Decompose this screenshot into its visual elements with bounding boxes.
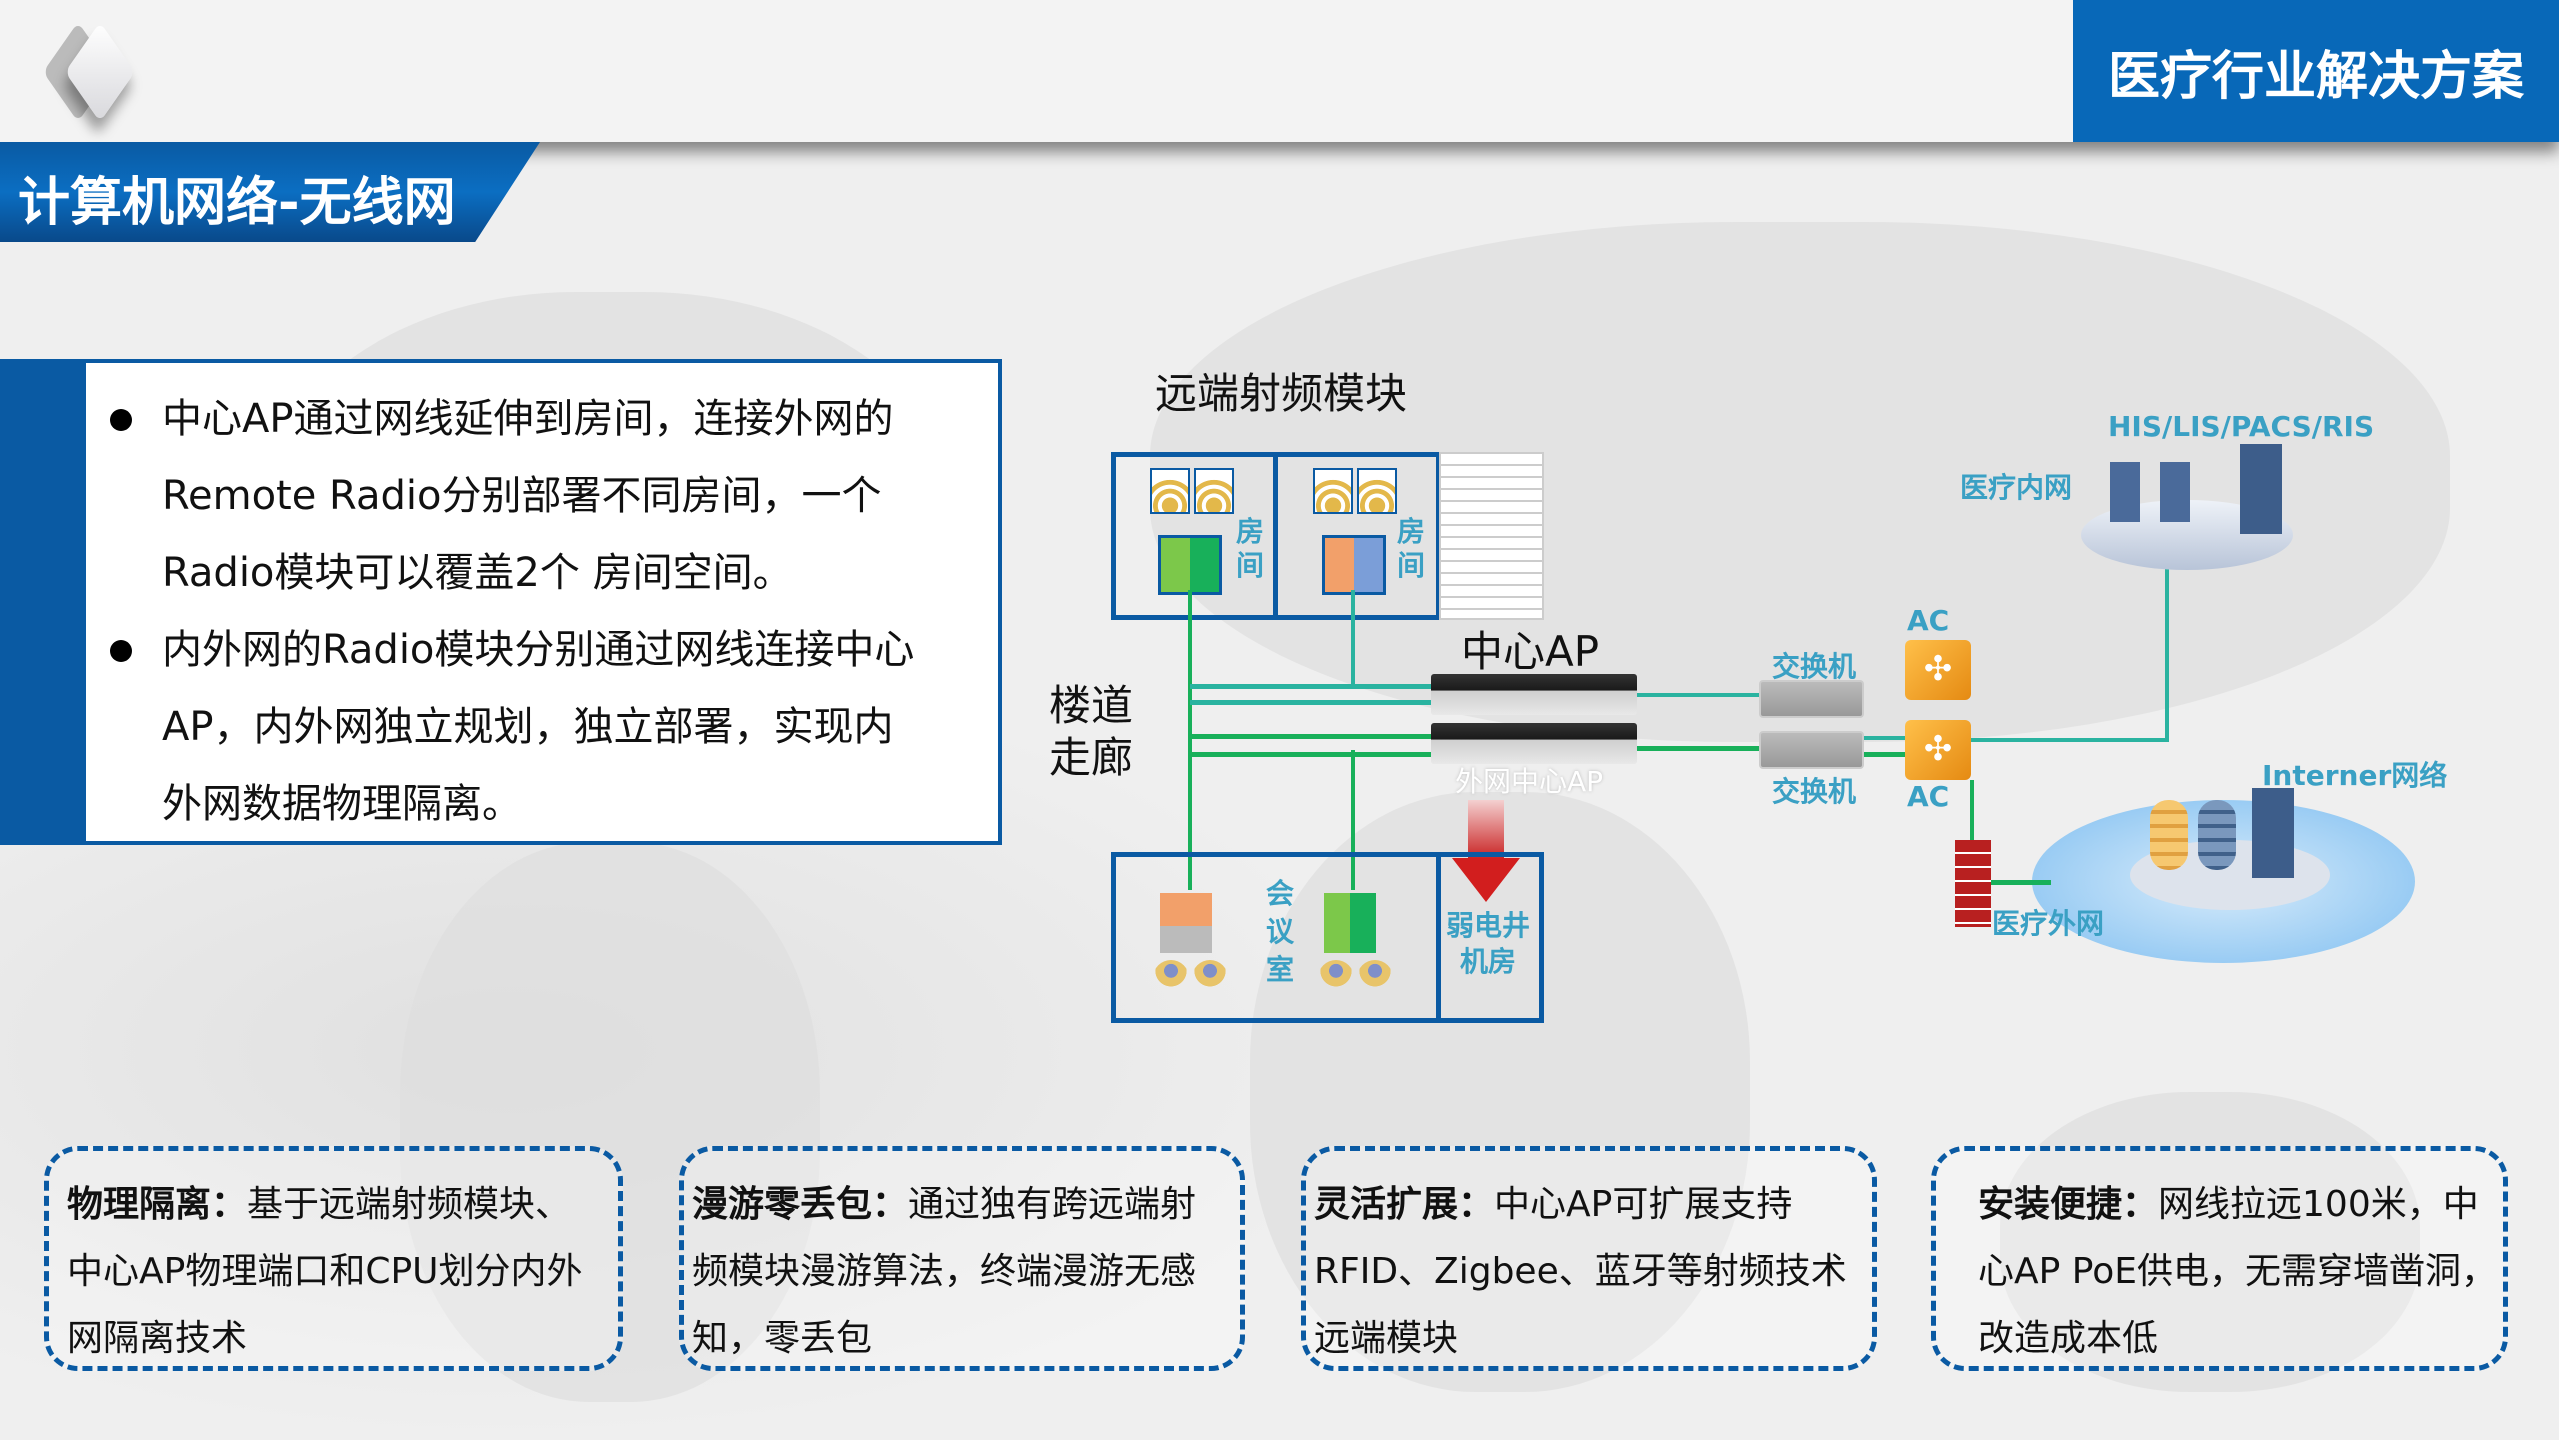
arrow-shaft [1468,800,1504,860]
switch-label: 交换机 [1772,775,1857,808]
feature-card-isolation: 物理隔离：基于远端射频模块、 中心AP物理端口和CPU划分内外网隔离技术 [44,1146,623,1371]
wiring-room-label: 弱电井机房 [1446,909,1531,978]
radio-module-icon [1322,535,1386,595]
cable-line [1864,752,1906,757]
extranet-label: 医疗外网 [1992,907,2105,940]
bullet-line: 中心AP通过网线延伸到房间，连接外网的 [162,396,894,442]
cable-line [1351,750,1355,890]
server-icon [2252,788,2294,878]
outer-center-ap-switch [1431,723,1637,764]
ac-label: AC [1907,780,1950,813]
cable-line [1637,746,1759,751]
bullet-line: Remote Radio分别部署不同房间，一个 [162,473,882,519]
meeting-room-label: 会议室 [1266,877,1295,986]
corridor-label: 楼道走廊 [1049,681,1134,782]
server-icon [2240,444,2282,534]
radio-module-icon [1160,893,1212,953]
person-icon [1318,960,1354,996]
cable-line [1190,752,1440,757]
server-icon [2110,462,2140,522]
switch-icon [1759,731,1864,769]
room-label: 房间 [1397,515,1426,582]
cable-line [1190,684,1440,689]
bullet-icon [110,640,132,662]
cable-line [1971,738,2169,742]
internet-label: Interner网络 [2262,759,2448,792]
ac-label: AC [1907,604,1950,637]
brand-title: 医疗行业解决方案 [2073,0,2559,142]
bullet-line: Radio模块可以覆盖2个 房间空间。 [162,550,793,596]
outer-center-ap-label: 外网中心AP [1455,765,1604,798]
cable-line [1637,693,1759,697]
stairwell-image [1439,452,1544,620]
feature-card-extension: 灵活扩展：中心AP可扩展支持 RFID、Zigbee、蓝牙等射频技术远端模块 [1301,1146,1877,1371]
ac-router-icon: ✣ [1905,640,1971,700]
room-label: 房间 [1236,515,1265,582]
center-ap-label: 中心AP [1461,627,1600,676]
remote-module-label: 远端射频模块 [1155,369,1408,418]
his-label: HIS/LIS/PACS/RIS [2108,410,2375,443]
divider [1273,452,1278,620]
cable-line [1190,734,1440,739]
database-icon [2198,800,2236,870]
divider [1436,852,1441,1023]
bullet-item: 中心AP通过网线延伸到房间，连接外网的 Remote Radio分别部署不同房间… [104,381,914,612]
ac-router-icon: ✣ [1905,720,1971,780]
cable-line [1991,880,2051,885]
switch-icon [1759,680,1864,718]
wifi-icon [1357,468,1397,514]
bullet-icon [110,409,132,431]
cable-line [1190,700,1440,705]
cable-line [1351,590,1355,685]
info-panel: 中心AP通过网线延伸到房间，连接外网的 Remote Radio分别部署不同房间… [0,359,1002,845]
bullet-line: AP，内外网独立规划，独立部署，实现内 [162,704,894,750]
wifi-icon [1150,468,1190,514]
cable-line [2165,522,2169,742]
wifi-icon [1194,468,1234,514]
database-icon [2150,800,2188,870]
intranet-label: 医疗内网 [1960,471,2073,504]
bullet-line: 内外网的Radio模块分别通过网线连接中心 [162,627,915,673]
feature-card-installation: 安装便捷：网线拉远100米，中 心AP PoE供电，无需穿墙凿洞，改造成本低 [1931,1146,2508,1371]
person-icon [1357,960,1393,996]
radio-module-icon [1324,893,1376,953]
bullet-line: 外网数据物理隔离。 [162,781,522,827]
feature-card-roaming: 漫游零丢包：通过独有跨远端射 频模块漫游算法，终端漫游无感知，零丢包 [679,1146,1245,1371]
firewall-icon [1955,840,1991,927]
person-icon [1153,960,1189,996]
person-icon [1192,960,1228,996]
center-ap-switch [1431,674,1637,715]
meeting-room-box [1111,852,1544,1023]
server-icon [2160,462,2190,522]
radio-module-icon [1158,535,1222,595]
panel-stripe [4,363,86,841]
wifi-icon [1313,468,1353,514]
section-title: 计算机网络-无线网 [0,142,540,242]
cable-line [1188,590,1192,890]
switch-label: 交换机 [1772,650,1857,683]
bullet-item: 内外网的Radio模块分别通过网线连接中心 AP，内外网独立规划，独立部署，实现… [104,612,914,843]
cable-line [1864,736,1906,740]
cable-line [1970,780,1974,845]
